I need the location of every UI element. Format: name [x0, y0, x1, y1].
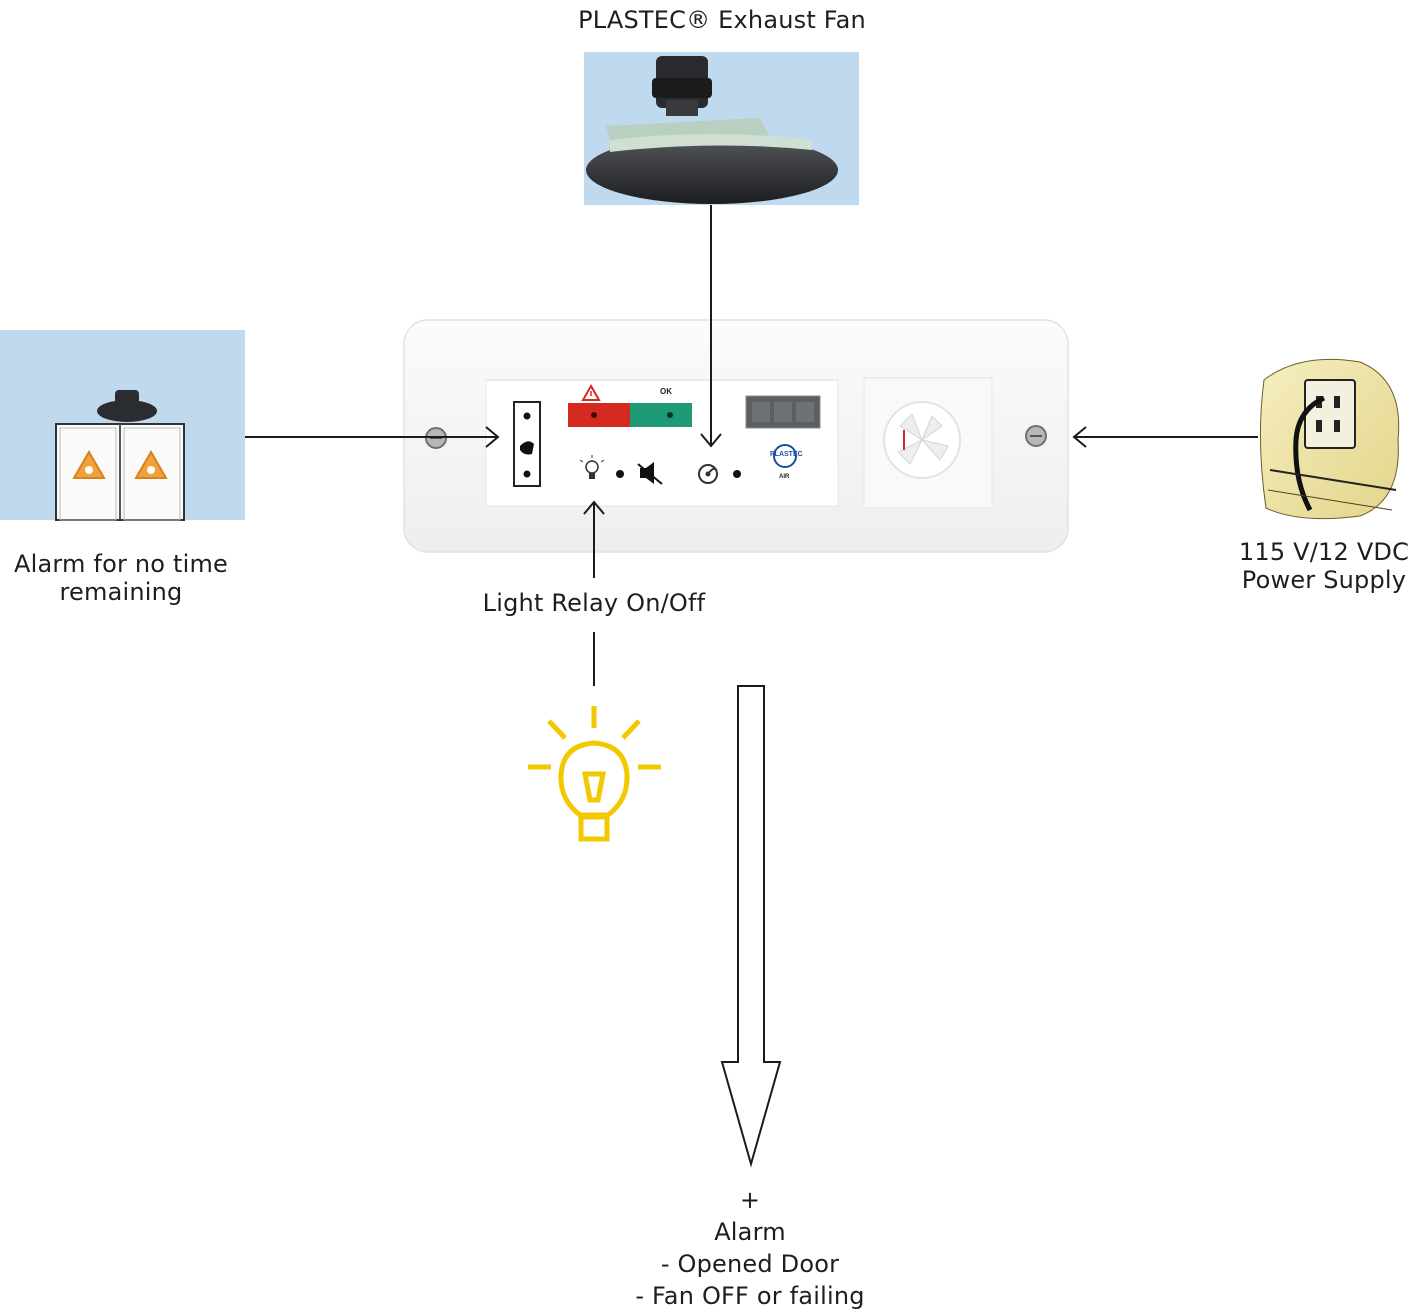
output-opened-door: - Opened Door	[660, 1250, 840, 1278]
light-button[interactable]	[616, 470, 624, 478]
light-bulb-icon	[528, 706, 661, 842]
right-screw	[1025, 425, 1047, 447]
light-relay-connection-arrow	[583, 500, 605, 686]
power-connection-arrow	[1072, 426, 1258, 448]
alarm-label: Alarm for no time remaining	[0, 550, 242, 606]
output-alarm-label: + Alarm - Opened Door - Fan OFF or faili…	[560, 1184, 940, 1312]
alarm-label-line2: remaining	[59, 578, 183, 606]
output-hollow-arrow	[720, 685, 782, 1168]
bell-icon	[520, 441, 534, 455]
light-relay-label: Light Relay On/Off	[450, 589, 738, 617]
brand-name: PLASTEC	[770, 451, 803, 458]
output-fan-failing: - Fan OFF or failing	[635, 1282, 865, 1310]
control-panel	[403, 319, 1069, 553]
alarm-connection-arrow	[245, 426, 500, 448]
power-outlet-drawing	[1259, 358, 1400, 520]
rocker-switch[interactable]	[883, 401, 961, 479]
cabinet-photo	[0, 330, 245, 521]
power-label-line1: 115 V/12 VDC	[1238, 538, 1410, 566]
exhaust-fan-photo	[584, 52, 859, 205]
light-bulb-small-icon	[579, 455, 605, 479]
brand-logo	[773, 444, 797, 468]
alarm-label-line1: Alarm for no time	[13, 550, 229, 578]
output-alarm: Alarm	[714, 1218, 786, 1246]
mute-icon	[637, 462, 663, 485]
warning-icon	[581, 383, 601, 401]
fan-button[interactable]	[733, 470, 741, 478]
power-label-line2: Power Supply	[1241, 566, 1407, 594]
ok-indicator	[630, 403, 692, 427]
digital-display	[745, 395, 821, 429]
fan-connection-arrow	[700, 205, 722, 448]
ok-label: OK	[660, 387, 672, 396]
fan-title-label: PLASTEC® Exhaust Fan	[578, 6, 866, 34]
brand-sub: AIR	[779, 474, 790, 480]
output-plus: +	[739, 1186, 761, 1214]
fan-icon	[698, 464, 718, 484]
fault-indicator	[568, 403, 630, 427]
power-supply-label: 115 V/12 VDC Power Supply	[1232, 538, 1416, 594]
